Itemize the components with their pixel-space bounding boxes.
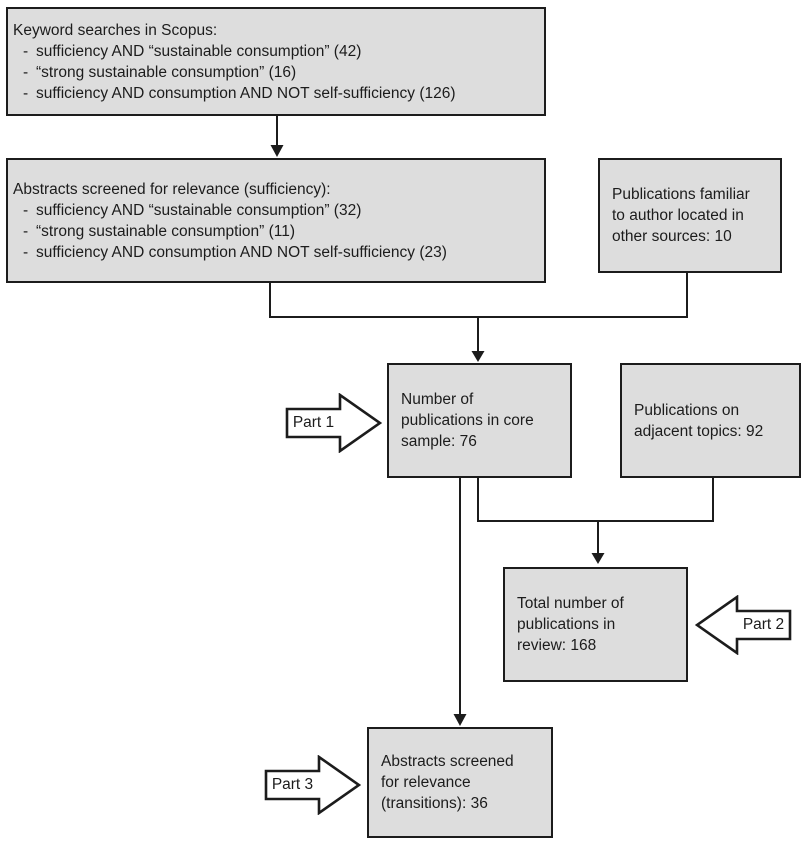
box-adjacent-topics-text: Publications on adjacent topics: 92 bbox=[634, 401, 764, 440]
part-3-arrow: Part 3 bbox=[264, 755, 361, 815]
block-arrow-right-icon bbox=[264, 755, 361, 815]
part-1-label: Part 1 bbox=[292, 414, 335, 431]
box-abstracts-transitions-text: Abstracts screened for relevance (transi… bbox=[381, 753, 514, 812]
box-total-review: Total number of publications in review: … bbox=[503, 567, 688, 682]
arrowhead-down-icon bbox=[591, 553, 605, 564]
bullet-dash: - bbox=[23, 222, 29, 240]
block-arrow-left-icon bbox=[695, 595, 792, 655]
bullet-dash: - bbox=[23, 201, 29, 219]
arrowhead-down-icon bbox=[270, 145, 284, 157]
arrowhead-down-icon bbox=[453, 714, 467, 726]
bullet-dash: - bbox=[23, 42, 29, 60]
box-abstracts-transitions: Abstracts screened for relevance (transi… bbox=[367, 727, 553, 838]
arrowhead-down-icon bbox=[471, 351, 485, 362]
list-item: - sufficiency AND consumption AND NOT se… bbox=[13, 83, 534, 104]
bullet-dash: - bbox=[23, 84, 29, 102]
box-core-sample: Number of publications in core sample: 7… bbox=[387, 363, 572, 478]
block-arrow-right-icon bbox=[285, 393, 382, 453]
box-keyword-searches-title: Keyword searches in Scopus: bbox=[13, 21, 218, 39]
list-item: - “strong sustainable consumption” (11) bbox=[13, 221, 534, 242]
connector-merge-mid bbox=[477, 477, 714, 522]
part-2-arrow: Part 2 bbox=[695, 595, 792, 655]
list-item: - “strong sustainable consumption” (16) bbox=[13, 62, 534, 83]
bullet-dash: - bbox=[23, 243, 29, 261]
box-publications-familiar: Publications familiar to author located … bbox=[598, 158, 782, 273]
list-item-text: sufficiency AND consumption AND NOT self… bbox=[36, 84, 456, 102]
box-total-review-text: Total number of publications in review: … bbox=[517, 595, 624, 654]
part-2-label: Part 2 bbox=[742, 616, 785, 633]
box-adjacent-topics: Publications on adjacent topics: 92 bbox=[620, 363, 801, 478]
list-item: - sufficiency AND consumption AND NOT se… bbox=[13, 242, 534, 263]
list-item-text: “strong sustainable consumption” (11) bbox=[36, 222, 296, 240]
list-item-text: sufficiency AND “sustainable consumption… bbox=[36, 201, 362, 219]
box-abstracts-sufficiency-title: Abstracts screened for relevance (suffic… bbox=[13, 180, 331, 198]
list-item: - sufficiency AND “sustainable consumpti… bbox=[13, 200, 534, 221]
bullet-dash: - bbox=[23, 63, 29, 81]
box-core-sample-text: Number of publications in core sample: 7… bbox=[401, 391, 534, 450]
list-item: - sufficiency AND “sustainable consumpti… bbox=[13, 41, 534, 62]
box-keyword-searches: Keyword searches in Scopus: - sufficienc… bbox=[6, 7, 546, 116]
list-item-text: sufficiency AND “sustainable consumption… bbox=[36, 42, 362, 60]
list-item-text: “strong sustainable consumption” (16) bbox=[36, 63, 297, 81]
box-abstracts-sufficiency: Abstracts screened for relevance (suffic… bbox=[6, 158, 546, 283]
box-publications-familiar-text: Publications familiar to author located … bbox=[612, 186, 750, 245]
list-item-text: sufficiency AND consumption AND NOT self… bbox=[36, 243, 447, 261]
part-3-label: Part 3 bbox=[271, 776, 314, 793]
part-1-arrow: Part 1 bbox=[285, 393, 382, 453]
